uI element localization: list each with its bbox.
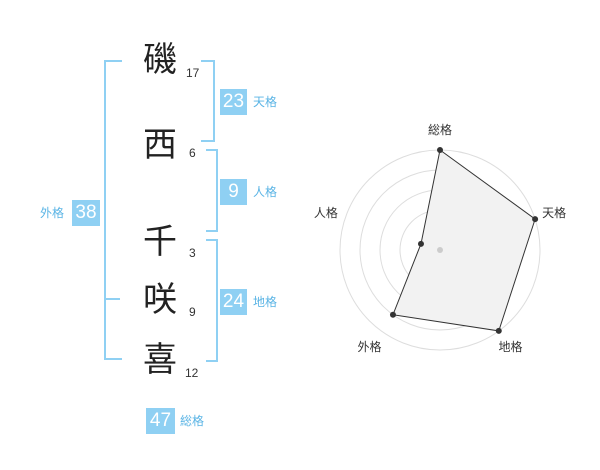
- radar-point-3: [495, 327, 502, 334]
- radar-point-2: [532, 216, 539, 223]
- tenkaku-label: 天格: [253, 95, 278, 109]
- radar-axis-label-1: 総格: [428, 122, 452, 137]
- name-char-5: 喜: [143, 340, 177, 380]
- stroke-count-3: 3: [189, 246, 196, 260]
- seimei-divider: [104, 298, 120, 300]
- name-char-4: 咲: [143, 280, 177, 320]
- stroke-count-4: 9: [189, 305, 196, 319]
- radar-axis-label-3: 地格: [499, 339, 523, 354]
- radar-point-5: [417, 240, 424, 247]
- radar-point-1: [437, 147, 443, 153]
- stroke-count-1: 17: [186, 66, 200, 80]
- radar-axis-label-4: 外格: [357, 339, 381, 354]
- radar-axis-label-5: 人格: [314, 205, 338, 220]
- stroke-count-5: 12: [185, 366, 199, 380]
- radar-axis-label-2: 天格: [542, 205, 566, 220]
- gaikaku-label: 外格: [40, 206, 65, 220]
- jinkaku-bracket: [206, 149, 218, 232]
- stroke-count-2: 6: [189, 146, 196, 160]
- chikaku-bracket: [206, 239, 218, 362]
- name-char-3: 千: [143, 222, 177, 262]
- tenkaku-score: 23: [220, 89, 247, 115]
- name-char-1: 磯: [143, 40, 177, 80]
- radar-point-4: [389, 311, 396, 318]
- chikaku-label: 地格: [253, 295, 278, 309]
- soukaku-score: 47: [146, 408, 175, 434]
- jinkaku-score: 9: [220, 179, 247, 205]
- name-char-2: 西: [143, 125, 177, 165]
- radar-center: [437, 247, 443, 253]
- gaikaku-bracket: [104, 60, 122, 360]
- soukaku-label: 総格: [180, 414, 205, 428]
- gaikaku-score: 38: [72, 200, 100, 226]
- tenkaku-bracket: [201, 60, 215, 142]
- radar-polygon: [392, 149, 536, 332]
- jinkaku-label: 人格: [253, 185, 278, 199]
- chikaku-score: 24: [220, 289, 247, 315]
